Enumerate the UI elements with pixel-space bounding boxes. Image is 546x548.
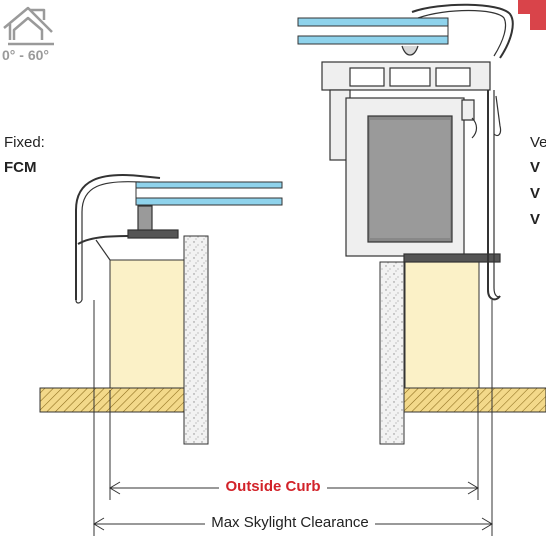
max-clearance-label: Max Skylight Clearance bbox=[0, 514, 546, 531]
left-curb-insulation bbox=[109, 259, 185, 391]
right-unit-code-2: V bbox=[530, 185, 541, 202]
right-unit-code-3: V bbox=[530, 211, 541, 228]
roof-pitch-icon bbox=[3, 6, 54, 46]
left-glass-pane bbox=[135, 181, 283, 206]
right-drywall bbox=[379, 261, 405, 445]
roof-pitch-range: 0° - 60° bbox=[2, 47, 49, 63]
left-frame-profile bbox=[75, 174, 179, 304]
right-frame-profile bbox=[321, 3, 514, 301]
right-unit-code-1: V bbox=[530, 159, 541, 176]
right-unit-label: Ve bbox=[530, 134, 546, 151]
outside-curb-text: Outside Curb bbox=[219, 478, 327, 495]
left-unit-code: FCM bbox=[4, 159, 37, 176]
right-roof-deck bbox=[401, 387, 546, 413]
corner-red-mark bbox=[518, 0, 546, 30]
left-unit-label: Fixed: bbox=[4, 134, 45, 151]
right-glass-pane bbox=[297, 17, 449, 45]
max-clearance-text: Max Skylight Clearance bbox=[205, 514, 375, 531]
outside-curb-label: Outside Curb bbox=[0, 478, 546, 495]
left-drywall bbox=[183, 235, 209, 445]
left-roof-deck bbox=[39, 387, 187, 413]
right-curb-insulation bbox=[404, 261, 480, 391]
